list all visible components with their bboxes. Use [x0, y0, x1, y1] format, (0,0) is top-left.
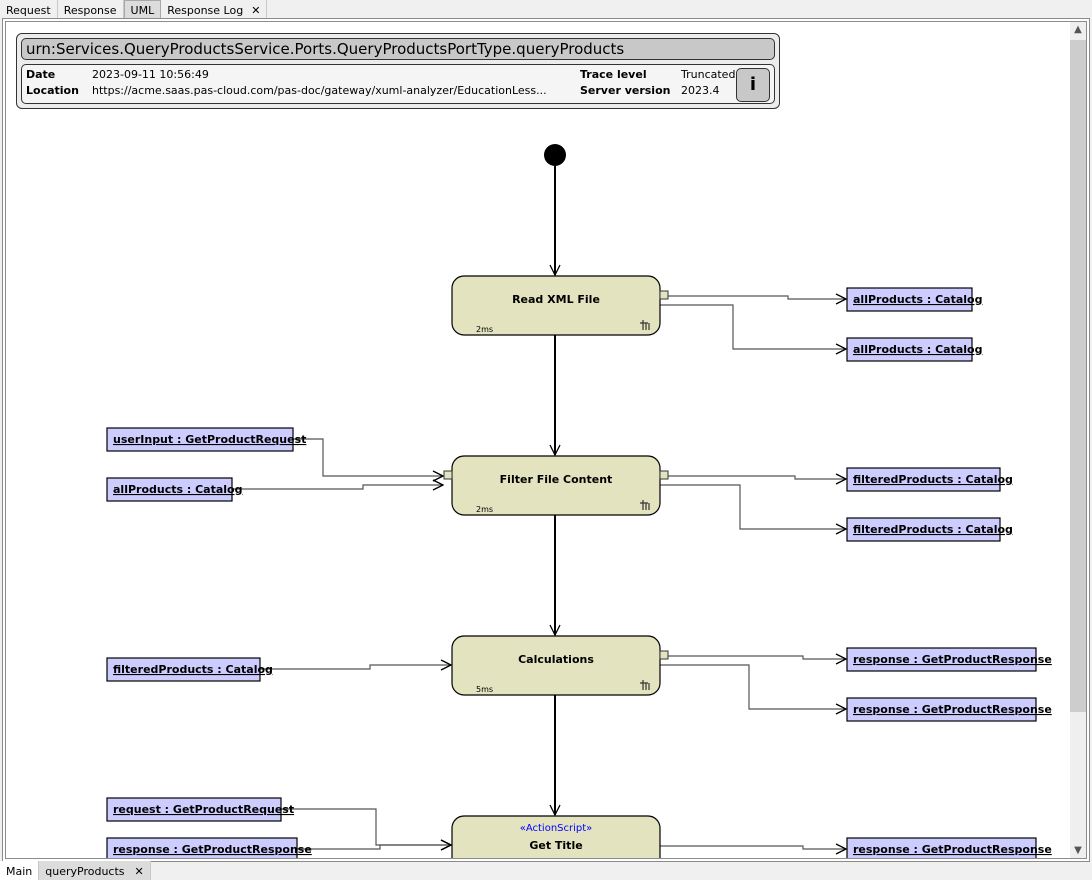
object-node[interactable]: filteredProducts : Catalog	[846, 517, 1013, 542]
object-box	[106, 657, 261, 682]
stereotype-label: «ActionScript»	[520, 823, 593, 834]
object-node[interactable]: response : GetProductResponse	[846, 647, 1052, 672]
trace-header: urn:Services.QueryProductsService.Ports.…	[16, 33, 780, 109]
object-label: allProducts : Catalog	[853, 293, 982, 306]
activity-name: Filter File Content	[500, 473, 613, 486]
activity-node[interactable]: Filter File Content 2ms	[443, 455, 669, 516]
activity-duration: 5ms	[476, 685, 493, 694]
object-node[interactable]: userInput : GetProductRequest	[106, 427, 306, 452]
object-box	[846, 467, 1001, 492]
editor-tabs: Request Response UML Response Log✕	[0, 0, 268, 19]
output-pin	[659, 650, 669, 660]
object-label: response : GetProductResponse	[853, 653, 1052, 666]
date-label: Date	[26, 68, 56, 81]
object-node[interactable]: response : GetProductResponse	[846, 697, 1052, 722]
location-label: Location	[26, 84, 79, 97]
output-pin	[659, 290, 669, 300]
object-box	[846, 697, 1037, 722]
sub-activity-icon	[640, 500, 650, 510]
trace-level-value: Truncated	[681, 68, 736, 81]
activity-duration: 2ms	[476, 325, 493, 334]
object-label: request : GetProductRequest	[113, 803, 294, 816]
object-box	[106, 477, 233, 502]
object-node[interactable]: response : GetProductResponse	[846, 837, 1052, 858]
server-version-label: Server version	[580, 84, 671, 97]
object-label: allProducts : Catalog	[853, 343, 982, 356]
object-label: filteredProducts : Catalog	[113, 663, 273, 676]
object-box	[846, 287, 973, 312]
server-version-value: 2023.4	[681, 84, 720, 97]
trace-level-label: Trace level	[580, 68, 647, 81]
scroll-up-icon[interactable]: ▲	[1074, 24, 1082, 35]
object-label: allProducts : Catalog	[113, 483, 242, 496]
scrollbar-thumb[interactable]	[1070, 40, 1086, 712]
sub-activity-icon	[640, 680, 650, 690]
output-pin	[659, 470, 669, 480]
object-label: userInput : GetProductRequest	[113, 433, 306, 446]
object-node[interactable]: filteredProducts : Catalog	[106, 657, 273, 682]
object-box	[846, 517, 1001, 542]
tab-response-log[interactable]: Response Log✕	[161, 0, 268, 18]
object-box	[846, 337, 973, 362]
activity-node[interactable]: Calculations 5ms	[451, 635, 669, 696]
activity-name: Read XML File	[512, 293, 600, 306]
object-node[interactable]: allProducts : Catalog	[106, 477, 242, 502]
activity-name: Calculations	[518, 653, 594, 666]
object-node[interactable]: request : GetProductRequest	[106, 797, 294, 822]
scroll-down-icon[interactable]: ▼	[1074, 845, 1082, 856]
close-icon[interactable]: ✕	[134, 865, 144, 878]
object-label: filteredProducts : Catalog	[853, 473, 1013, 486]
activity-node[interactable]: «ActionScript» Get Title	[451, 815, 661, 858]
object-node[interactable]: allProducts : Catalog	[846, 337, 982, 362]
activity-node[interactable]: Read XML File 2ms	[451, 275, 669, 336]
object-box	[106, 837, 298, 858]
activity-box	[451, 275, 661, 336]
object-node[interactable]: filteredProducts : Catalog	[846, 467, 1013, 492]
date-value: 2023-09-11 10:56:49	[92, 68, 209, 81]
object-label: response : GetProductResponse	[853, 703, 1052, 716]
close-icon[interactable]: ✕	[251, 3, 261, 17]
initial-node	[544, 144, 566, 166]
object-box	[846, 837, 1037, 858]
activity-duration: 2ms	[476, 505, 493, 514]
tab-uml[interactable]: UML	[123, 0, 162, 18]
vertical-scrollbar[interactable]: ▲ ▼	[1070, 22, 1086, 858]
object-label: response : GetProductResponse	[113, 843, 312, 856]
object-label: filteredProducts : Catalog	[853, 523, 1013, 536]
sub-activity-icon	[640, 320, 650, 330]
object-box	[106, 797, 282, 822]
input-pin	[443, 470, 453, 480]
location-value: https://acme.saas.pas-cloud.com/pas-doc/…	[92, 84, 547, 97]
activity-box	[451, 815, 661, 858]
activity-box	[451, 455, 661, 516]
uml-canvas: urn:Services.QueryProductsService.Ports.…	[2, 18, 1090, 862]
tab-query-products[interactable]: queryProducts✕	[39, 861, 151, 880]
trace-info: Date 2023-09-11 10:56:49 Location https:…	[21, 64, 775, 104]
object-box	[846, 647, 1037, 672]
activity-box	[451, 635, 661, 696]
tab-response[interactable]: Response	[58, 0, 124, 18]
object-node[interactable]: allProducts : Catalog	[846, 287, 982, 312]
object-flows	[232, 296, 846, 849]
tab-request[interactable]: Request	[0, 0, 58, 18]
object-box	[106, 427, 294, 452]
tab-main[interactable]: Main	[0, 861, 40, 880]
operation-title: urn:Services.QueryProductsService.Ports.…	[21, 38, 775, 60]
info-button[interactable]: i	[736, 68, 770, 102]
object-label: response : GetProductResponse	[853, 843, 1052, 856]
diagram-tabs: Main queryProducts✕	[0, 861, 151, 880]
activity-name: Get Title	[529, 839, 582, 852]
object-node[interactable]: response : GetProductResponse	[106, 837, 312, 858]
